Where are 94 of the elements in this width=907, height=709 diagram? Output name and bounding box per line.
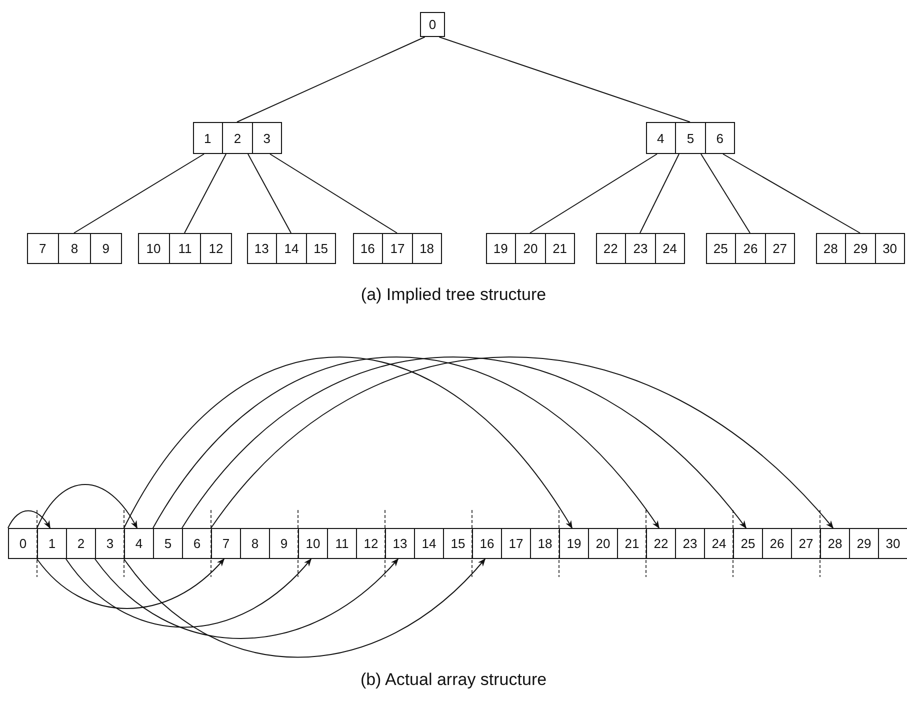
tree-cell: 17 <box>382 233 412 264</box>
tree-cell: 0 <box>420 12 445 37</box>
tree-cell: 29 <box>845 233 875 264</box>
tree-node-box <box>193 122 282 154</box>
array-cell: 17 <box>501 528 531 559</box>
array-cell: 30 <box>878 528 907 559</box>
tree-cell: 6 <box>704 122 734 154</box>
pointer-arrow <box>36 558 225 609</box>
tree-cell: 18 <box>412 233 441 264</box>
tree-cell: 11 <box>169 233 200 264</box>
tree-cell: 4 <box>646 122 676 154</box>
tree-node-box <box>816 233 905 264</box>
tree-node-box <box>353 233 442 264</box>
tree-cell: 23 <box>625 233 655 264</box>
pointer-arrow <box>210 356 834 529</box>
array-cell: 27 <box>791 528 821 559</box>
pointer-arrow <box>8 510 51 529</box>
tree-cell: 19 <box>486 233 516 264</box>
array-cell: 6 <box>182 528 212 559</box>
tree-edge <box>236 36 426 122</box>
tree-cell: 26 <box>735 233 765 264</box>
array-cell: 11 <box>327 528 357 559</box>
array-cell: 16 <box>472 528 502 559</box>
tree-cell: 7 <box>27 233 58 264</box>
array-cell: 26 <box>762 528 792 559</box>
array-cell: 7 <box>211 528 241 559</box>
tree-cell: 8 <box>58 233 90 264</box>
tree-node-box <box>706 233 795 264</box>
tree-edge <box>700 154 750 234</box>
array-cell: 24 <box>704 528 734 559</box>
tree-edge <box>438 36 690 122</box>
tree-cell: 15 <box>306 233 335 264</box>
tree-edge <box>74 154 204 234</box>
array-cell: 5 <box>153 528 183 559</box>
array-cell: 1 <box>37 528 67 559</box>
tree-node-box <box>646 122 735 154</box>
figure-caption: (a) Implied tree structure <box>360 285 546 305</box>
array-cell: 19 <box>559 528 589 559</box>
array-cell: 14 <box>414 528 444 559</box>
tree-cell: 25 <box>706 233 736 264</box>
array-cell: 8 <box>240 528 270 559</box>
tree-cell: 20 <box>515 233 545 264</box>
pointer-arrow <box>66 558 312 628</box>
tree-node-box <box>138 233 232 264</box>
array-cell: 23 <box>675 528 705 559</box>
tree-cell: 28 <box>816 233 846 264</box>
array-cell: 28 <box>820 528 850 559</box>
figure-caption: (b) Actual array structure <box>360 670 547 690</box>
array-cell: 21 <box>617 528 647 559</box>
tree-cell: 10 <box>138 233 169 264</box>
array-cell: 3 <box>95 528 125 559</box>
tree-cell: 3 <box>252 122 281 154</box>
pointer-arrow <box>152 356 660 529</box>
tree-cell: 9 <box>90 233 121 264</box>
array-cell: 29 <box>849 528 879 559</box>
tree-cell: 22 <box>596 233 626 264</box>
tree-edge <box>530 154 658 234</box>
array-cell: 18 <box>530 528 560 559</box>
tree-node-box <box>486 233 575 264</box>
array-cell: 4 <box>124 528 154 559</box>
array-cell: 10 <box>298 528 328 559</box>
tree-edge <box>184 154 226 234</box>
array-cell: 25 <box>733 528 763 559</box>
tree-cell: 1 <box>193 122 222 154</box>
tree-edge <box>270 154 398 234</box>
tree-cell: 13 <box>247 233 276 264</box>
tree-edge <box>248 154 292 234</box>
tree-cell: 14 <box>276 233 306 264</box>
array-cell: 20 <box>588 528 618 559</box>
array-cell: 12 <box>356 528 386 559</box>
pointer-arrow <box>94 558 399 639</box>
array-cell: 22 <box>646 528 676 559</box>
tree-cell: 24 <box>654 233 684 264</box>
tree-cell: 21 <box>544 233 574 264</box>
array-cell: 9 <box>269 528 299 559</box>
pointer-arrow <box>124 356 573 529</box>
tree-cell: 5 <box>675 122 705 154</box>
tree-node-box <box>596 233 685 264</box>
tree-cell: 16 <box>353 233 382 264</box>
array-cell: 15 <box>443 528 473 559</box>
pointer-arrow <box>124 558 486 658</box>
pointer-arrow <box>182 356 747 529</box>
tree-node-box <box>247 233 336 264</box>
tree-edge <box>640 154 680 234</box>
tree-node-box <box>27 233 122 264</box>
tree-cell: 27 <box>764 233 794 264</box>
array-cell: 0 <box>8 528 38 559</box>
tree-cell: 30 <box>874 233 904 264</box>
pointer-arrow <box>36 484 138 529</box>
array-cell: 2 <box>66 528 96 559</box>
tree-edge <box>722 154 860 234</box>
array-cell: 13 <box>385 528 415 559</box>
tree-cell: 2 <box>222 122 252 154</box>
tree-cell: 12 <box>200 233 231 264</box>
